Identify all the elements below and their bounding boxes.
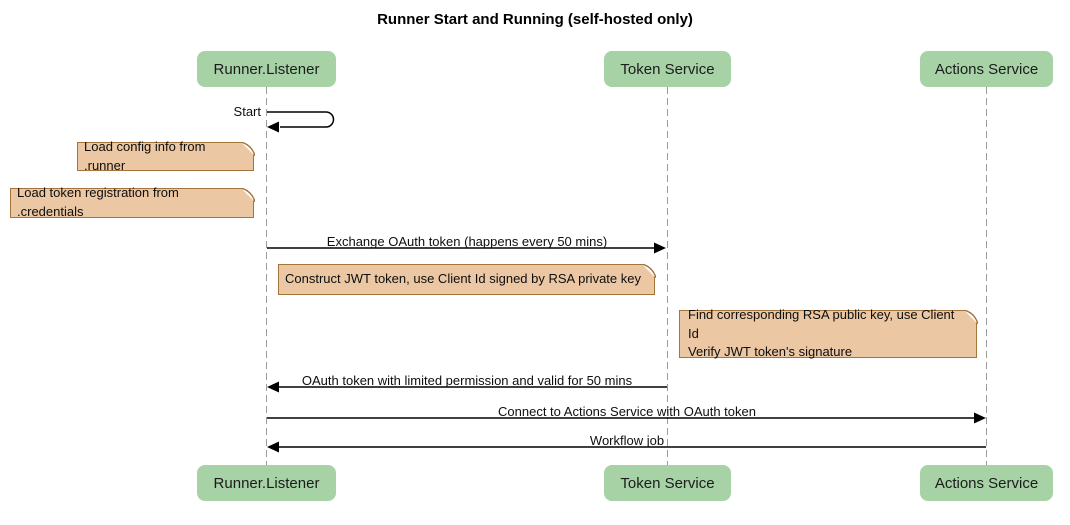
note-fold-icon: [240, 141, 255, 156]
message-label-start: Start: [233, 104, 261, 119]
note-load-token-registration: Load token registration from .credential…: [10, 185, 255, 219]
note-verify-jwt: Find corresponding RSA public key, use C…: [679, 307, 978, 359]
participant-runner-listener-bottom: Runner.Listener: [197, 465, 336, 501]
participant-actions-service-top: Actions Service: [920, 51, 1053, 87]
participant-actions-service-bottom: Actions Service: [920, 465, 1053, 501]
note-fold-icon: [963, 309, 978, 324]
message-label-exchange-oauth-token: Exchange OAuth token (happens every 50 m…: [326, 234, 608, 249]
message-label-connect-actions-service: Connect to Actions Service with OAuth to…: [498, 404, 756, 419]
note-text: Load config info from .runner: [84, 138, 206, 173]
message-label-oauth-token-return: OAuth token with limited permission and …: [301, 373, 633, 388]
participant-token-service-top: Token Service: [604, 51, 731, 87]
participant-token-service-bottom: Token Service: [604, 465, 731, 501]
note-text: Construct JWT token, use Client Id signe…: [285, 271, 641, 287]
arrow-oauth-token-return: [267, 381, 667, 393]
note-load-config: Load config info from .runner: [77, 139, 255, 173]
note-text: Find corresponding RSA public key, use C…: [688, 306, 955, 360]
note-construct-jwt: Construct JWT token, use Client Id signe…: [278, 263, 656, 295]
message-label-workflow-job: Workflow job: [589, 433, 665, 448]
note-fold-icon: [240, 187, 255, 202]
diagram-title: Runner Start and Running (self-hosted on…: [377, 11, 693, 28]
arrow-workflow-job: [267, 441, 986, 453]
participant-runner-listener-top: Runner.Listener: [197, 51, 336, 87]
arrow-start-self: [267, 111, 335, 133]
arrow-connect-actions-service: [267, 412, 986, 424]
note-text: Load token registration from .credential…: [17, 185, 179, 219]
arrow-exchange-oauth-token: [267, 242, 666, 254]
note-fold-icon: [641, 263, 656, 278]
